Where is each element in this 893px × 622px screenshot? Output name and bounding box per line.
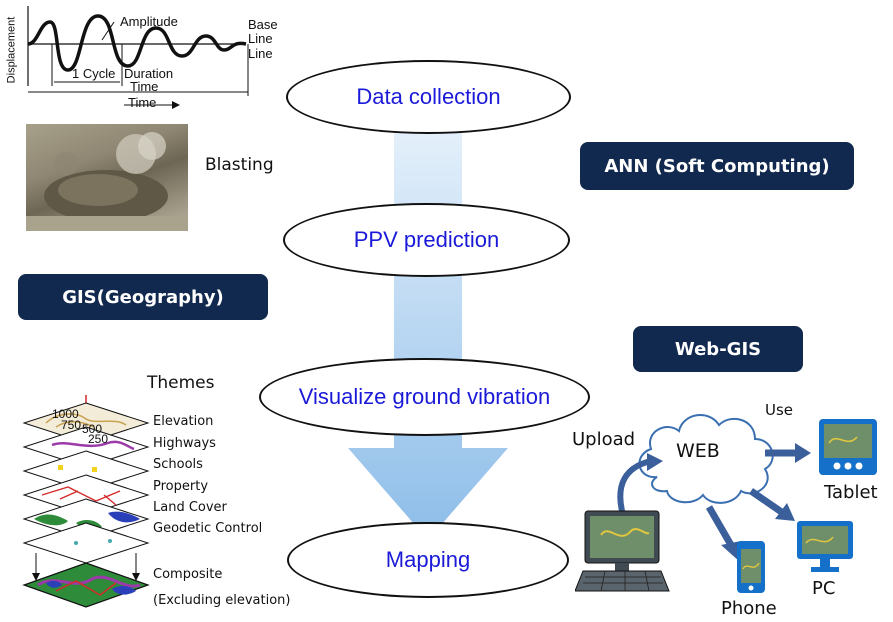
amplitude-pointer — [101, 21, 115, 41]
contour-500: 500 — [82, 422, 103, 436]
tablet-device-icon — [819, 419, 877, 475]
step-ppv-prediction-label: PPV prediction — [353, 227, 500, 252]
upload-label: Upload — [572, 429, 636, 450]
web-gis-box: Web-GIS — [633, 326, 803, 372]
baseline-label-1: Base — [248, 17, 278, 32]
duration-label: Duration — [124, 66, 174, 81]
phone-device-icon — [737, 541, 765, 593]
blasting-photo-art — [26, 132, 188, 231]
arrow-to-tablet-icon — [795, 443, 811, 463]
gis-layer-stack — [22, 395, 150, 608]
web-gis-diagram — [575, 414, 877, 593]
flow-arrow — [348, 120, 508, 540]
layer-label-geodetic-control: Geodetic Control — [153, 521, 263, 536]
step-visualize-ground-vibration: Visualize ground vibration — [259, 358, 590, 436]
desktop-computer-icon — [575, 510, 670, 592]
pc-label: PC — [812, 578, 836, 599]
time-label-2: Time — [128, 95, 157, 110]
layer-label-elevation: Elevation — [153, 414, 214, 429]
contour-1000: 1000 — [52, 407, 79, 421]
composite-note: (Excluding elevation) — [153, 593, 291, 608]
step-data-collection-label: Data collection — [356, 84, 501, 109]
waveform-ylabel: Displacement — [5, 16, 18, 84]
amplitude-label: Amplitude — [120, 14, 178, 29]
layer-label-property: Property — [153, 479, 209, 494]
themes-title: Themes — [147, 373, 215, 393]
step-mapping-label: Mapping — [385, 547, 471, 572]
layer-label-land-cover: Land Cover — [153, 500, 227, 515]
composite-label: Composite — [153, 567, 223, 582]
blasting-photo — [26, 124, 188, 231]
time-arrowhead — [172, 101, 180, 109]
time-label-1: Time — [130, 79, 159, 94]
pc-monitor-icon — [797, 521, 853, 572]
baseline-label-3: Line — [248, 46, 273, 61]
blasting-label: Blasting — [205, 155, 274, 175]
web-label: WEB — [676, 440, 720, 462]
arrow-to-pc-icon — [775, 503, 795, 521]
step-mapping: Mapping — [287, 522, 569, 598]
layer-label-highways: Highways — [153, 436, 216, 451]
one-cycle-label: 1 Cycle — [72, 66, 116, 81]
step-ppv-prediction: PPV prediction — [283, 203, 570, 277]
phone-label: Phone — [721, 598, 777, 619]
baseline-label-2: Line — [248, 31, 273, 46]
contour-250: 250 — [88, 432, 109, 446]
upload-arrow-icon — [617, 458, 652, 516]
ann-soft-computing-box: ANN (Soft Computing) — [580, 142, 854, 190]
tablet-label: Tablet — [824, 482, 878, 503]
use-label: Use — [765, 401, 794, 419]
step-visualize-label: Visualize ground vibration — [298, 384, 551, 409]
arrow-to-phone-icon — [721, 541, 741, 561]
gis-geography-box: GIS(Geography) — [18, 274, 268, 320]
layer-geodetic-shape — [22, 522, 150, 564]
contour-750: 750 — [61, 418, 82, 432]
layer-label-schools: Schools — [153, 457, 203, 472]
waveform-diagram — [27, 6, 249, 109]
step-data-collection: Data collection — [286, 60, 571, 134]
layer-composite-shape — [22, 562, 150, 608]
waveform-signal — [27, 14, 247, 72]
